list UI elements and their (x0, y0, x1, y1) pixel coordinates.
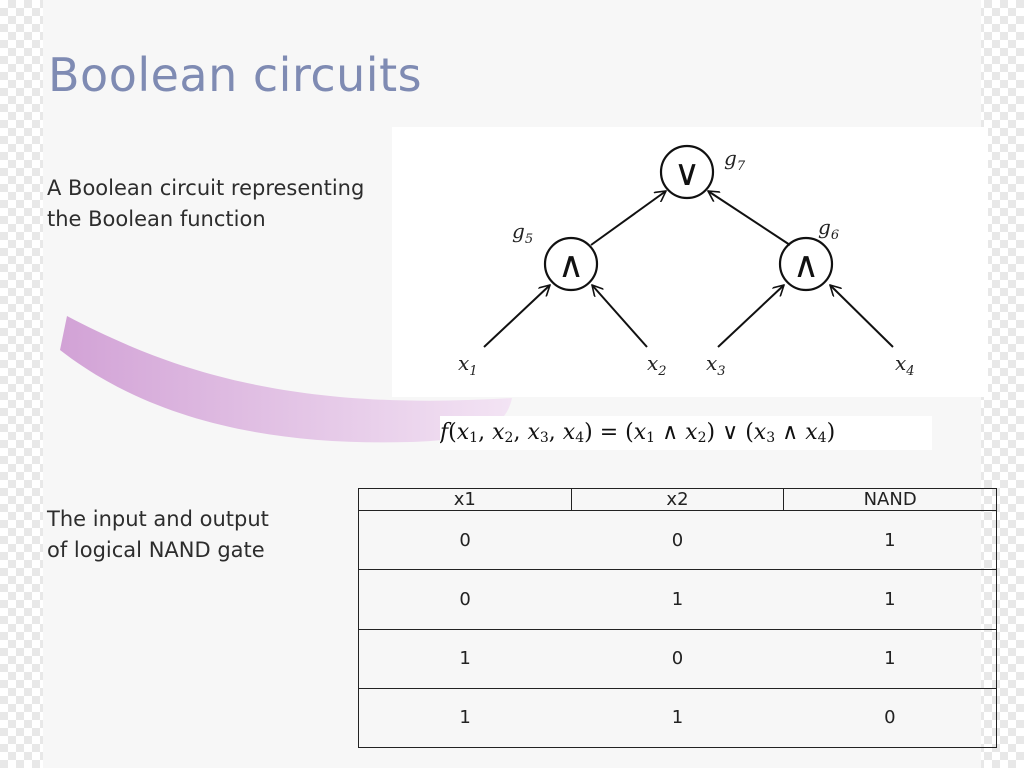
input-label-x1: x1 (458, 351, 478, 379)
gate-or-g7 (659, 144, 715, 200)
circuit-caption: A Boolean circuit representing the Boole… (47, 176, 365, 231)
edge-g6-g7 (708, 191, 791, 246)
input-label-x2: x2 (647, 351, 667, 379)
table-cell: 0 (571, 509, 784, 571)
gate-symbol-g6: ∧ (793, 245, 819, 286)
table-header-row: x1 x2 NAND (358, 488, 997, 511)
table-cell: 1 (783, 509, 997, 571)
circuit-diagram: ∨ ∧ ∧ g7 g5 g6 x1 x2 x3 x4 (392, 127, 988, 397)
gate-symbol-g7: ∨ (674, 153, 700, 194)
header-x2: x2 (570, 488, 785, 511)
edge-x1-g5 (483, 285, 550, 348)
gate-label-g5: g5 (512, 219, 533, 247)
boolean-formula: f(x1, x2, x3, x4) = (x1 ∧ x2) ∨ (x3 ∧ x4… (440, 416, 932, 450)
input-label-x4: x4 (895, 351, 915, 379)
table-row: 0 0 1 (358, 509, 997, 571)
gate-label-g7: g7 (724, 146, 746, 174)
table-cell: 1 (571, 687, 784, 749)
edge-x3-g6 (717, 285, 784, 348)
edge-x2-g5 (592, 285, 648, 348)
table-row: 1 0 1 (358, 628, 997, 689)
nand-truth-table: x1 x2 NAND 0 0 1 0 1 1 1 0 1 1 1 0 (358, 488, 997, 749)
gate-label-g6: g6 (818, 215, 839, 243)
edge-x4-g6 (830, 285, 894, 348)
header-nand: NAND (783, 488, 997, 511)
gate-and-g5 (543, 236, 599, 292)
table-cell: 0 (358, 569, 572, 630)
table-cell: 0 (783, 687, 997, 749)
table-cell: 1 (571, 569, 784, 630)
header-x1: x1 (358, 488, 572, 511)
table-cell: 1 (358, 687, 572, 749)
table-cell: 0 (358, 509, 572, 571)
gate-symbol-g5: ∧ (558, 245, 584, 286)
gate-and-g6 (778, 236, 834, 292)
table-row: 0 1 1 (358, 569, 997, 630)
nand-caption: The input and output of logical NAND gat… (47, 507, 269, 562)
table-cell: 0 (571, 628, 784, 689)
table-cell: 1 (783, 628, 997, 689)
table-cell: 1 (358, 628, 572, 689)
table-cell: 1 (783, 569, 997, 630)
page-title: Boolean circuits (48, 48, 423, 102)
input-label-x3: x3 (706, 351, 726, 379)
table-row: 1 1 0 (358, 687, 997, 749)
edge-g5-g7 (590, 191, 666, 246)
